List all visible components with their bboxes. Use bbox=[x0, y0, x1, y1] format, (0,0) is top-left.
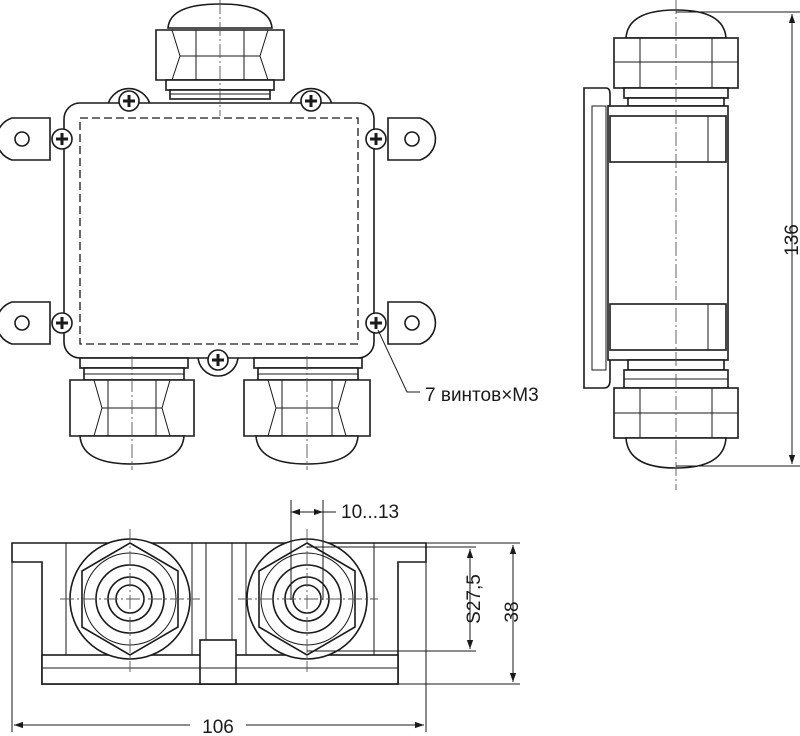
screws-callout: 7 винтов×М3 bbox=[425, 385, 539, 406]
bottom-view bbox=[11, 500, 520, 736]
mounting-ear-top-right bbox=[387, 117, 437, 161]
front-view bbox=[0, 0, 437, 470]
screw-icon bbox=[364, 127, 388, 151]
dimension-width: 106 bbox=[202, 717, 234, 736]
dimension-depth: 38 bbox=[502, 601, 523, 622]
bottom-cable-gland-left bbox=[69, 357, 195, 465]
screw-icon bbox=[50, 311, 74, 335]
mounting-ear-bottom-right bbox=[387, 301, 437, 345]
screw-icon bbox=[50, 127, 74, 151]
screw-icon bbox=[299, 89, 323, 113]
dimension-hole: 10...13 bbox=[341, 502, 399, 523]
lid-outline bbox=[79, 117, 359, 345]
screw-icon bbox=[364, 311, 388, 335]
mounting-ear-bottom-left bbox=[0, 301, 51, 345]
box-body bbox=[63, 102, 375, 359]
dimension-hex-size: S27,5 bbox=[464, 574, 485, 624]
screw-leader-line bbox=[377, 329, 420, 393]
dimension-height: 136 bbox=[782, 224, 800, 256]
side-view bbox=[583, 0, 800, 490]
mounting-ear-top-left bbox=[0, 117, 51, 161]
screw-icon bbox=[206, 348, 230, 372]
screw-icon bbox=[117, 89, 141, 113]
